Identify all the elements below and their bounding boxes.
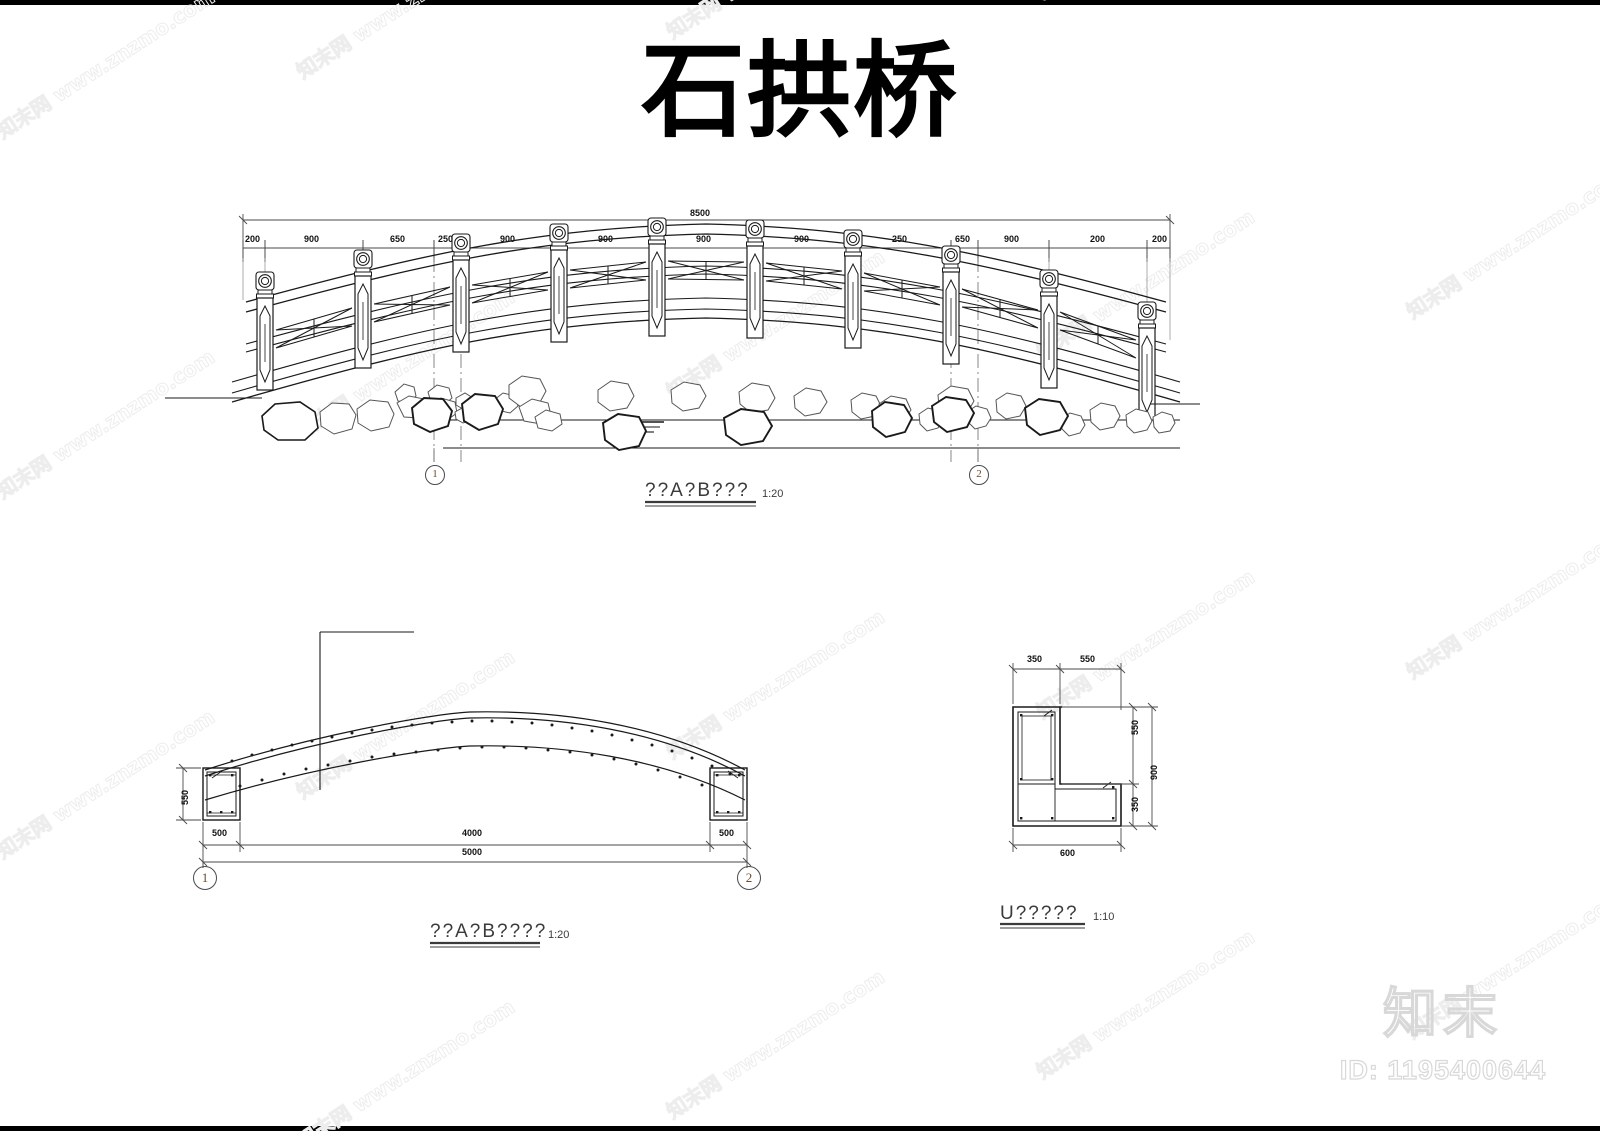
dim-detail-900-total: 900 [1149, 764, 1159, 780]
dim-chain-1: 900 [304, 234, 320, 244]
sheet-border-bottom [0, 1126, 1600, 1131]
abutment-right-rebar [716, 774, 741, 814]
dim-detail-600-bottom: 600 [1060, 848, 1076, 858]
detail-right-dimensions [1062, 702, 1158, 831]
dim-detail-550-right: 550 [1130, 719, 1140, 735]
dim-chain-3: 250 [438, 234, 454, 244]
elevation-marker-1[interactable]: 1 [425, 465, 445, 485]
arch-rebar-top [230, 719, 732, 776]
dim-chain-4: 900 [500, 234, 516, 244]
dim-section-center-4000: 4000 [462, 828, 483, 838]
dim-detail-550-top: 550 [1080, 654, 1096, 664]
elevation-overall-dimension [238, 214, 1175, 240]
riprap-stones-left-bold [410, 393, 774, 452]
detail-top-dimensions [1008, 663, 1126, 710]
riprap-stones-right-bold [871, 396, 1070, 439]
section-marker-2[interactable]: 2 [737, 866, 761, 890]
dim-chain-8: 250 [892, 234, 908, 244]
page-title: 石拱桥 [640, 30, 959, 152]
dim-overall-8500: 8500 [690, 208, 711, 218]
detail-view-title: U????? [1000, 903, 1079, 924]
abutment-left-rebar [209, 774, 234, 814]
elevation-title-underline [645, 500, 756, 507]
dim-chain-5: 900 [598, 234, 614, 244]
section-leader-line [319, 631, 414, 790]
dim-detail-350-top: 350 [1027, 654, 1043, 664]
dim-section-total-5000: 5000 [462, 847, 483, 857]
dim-section-left-500: 500 [212, 828, 228, 838]
dim-chain-0: 200 [245, 234, 261, 244]
section-height-dimension [176, 763, 201, 825]
dim-chain-11: 200 [1090, 234, 1106, 244]
detail-internal-divisions [1018, 715, 1056, 821]
elevation-view-title: ??A?B??? [645, 480, 750, 501]
section-dimension-row-1 [198, 822, 752, 852]
detail-view-scale: 1:10 [1093, 911, 1115, 923]
railing-bracing-panels [275, 260, 1137, 359]
dim-section-right-500: 500 [719, 828, 735, 838]
section-dimension-row-2 [198, 852, 752, 868]
section-view-scale: 1:20 [548, 929, 570, 941]
detail-rebar-dots [1020, 714, 1115, 820]
detail-bottom-dimension [1008, 828, 1126, 852]
detail-hatch-ticks [1043, 709, 1112, 789]
dim-chain-10: 900 [1004, 234, 1020, 244]
section-view-title: ??A?B???? [430, 921, 548, 942]
dim-chain-6: 900 [696, 234, 712, 244]
elevation-marker-leaders [433, 448, 979, 462]
arch-rebar-bottom [238, 745, 704, 788]
dim-chain-9: 650 [955, 234, 971, 244]
dim-detail-350-right: 350 [1130, 796, 1140, 812]
arch-slab-profile [204, 711, 746, 801]
section-marker-1[interactable]: 1 [193, 866, 217, 890]
dim-chain-7: 900 [794, 234, 810, 244]
sheet-border-top [0, 0, 1600, 5]
dim-chain-2: 650 [390, 234, 406, 244]
section-title-underline [430, 941, 540, 948]
elevation-view-scale: 1:20 [762, 488, 784, 500]
dim-chain-12: 200 [1152, 234, 1168, 244]
riprap-stones-left [261, 401, 319, 441]
elevation-marker-2[interactable]: 2 [969, 465, 989, 485]
detail-title-underline [1000, 922, 1085, 929]
